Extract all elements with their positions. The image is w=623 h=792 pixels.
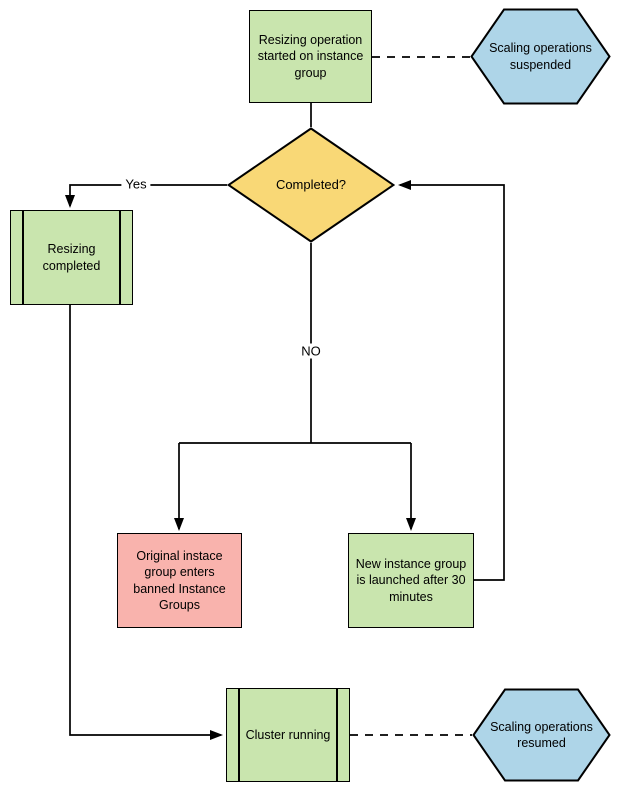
node-banned-groups[interactable]: Original instace group enters banned Ins… (117, 533, 242, 628)
node-banned-groups-label: Original instace group enters banned Ins… (133, 549, 226, 612)
node-scaling-resumed[interactable]: Scaling operations resumed (472, 688, 611, 782)
node-resizing-completed[interactable]: Resizing completed (10, 210, 133, 305)
predef-left-bar (238, 689, 240, 781)
edge-label-no: NO (297, 343, 325, 359)
node-cluster-running[interactable]: Cluster running (226, 688, 350, 782)
node-new-instance-group-label: New instance group is launched after 30 … (355, 557, 467, 604)
edge-new-instance-decision (398, 180, 505, 581)
edge-decision-yes (65, 184, 227, 208)
node-resizing-completed-label: Resizing completed (42, 242, 101, 273)
node-resizing-started[interactable]: Resizing operation started on instance g… (249, 10, 372, 103)
diamond-shape (227, 127, 395, 243)
node-scaling-resumed-label: Scaling operations resumed (490, 719, 593, 750)
node-cluster-running-label: Cluster running (245, 727, 331, 742)
node-resizing-started-label: Resizing operation started on instance g… (257, 33, 364, 80)
node-new-instance-group[interactable]: New instance group is launched after 30 … (348, 533, 474, 628)
node-scaling-suspended-label: Scaling operations suspended (489, 41, 592, 72)
node-scaling-suspended[interactable]: Scaling operations suspended (470, 8, 611, 105)
predef-right-bar (336, 689, 338, 781)
hexagon-shape (470, 8, 611, 105)
predef-left-bar (22, 211, 24, 304)
edge-resizing-cluster (69, 305, 223, 740)
predef-right-bar (119, 211, 121, 304)
node-completed-decision[interactable]: Completed? (227, 127, 395, 243)
node-completed-decision-label: Completed? (275, 176, 347, 192)
edge-label-yes: Yes (121, 176, 151, 192)
hexagon-shape (472, 688, 611, 782)
